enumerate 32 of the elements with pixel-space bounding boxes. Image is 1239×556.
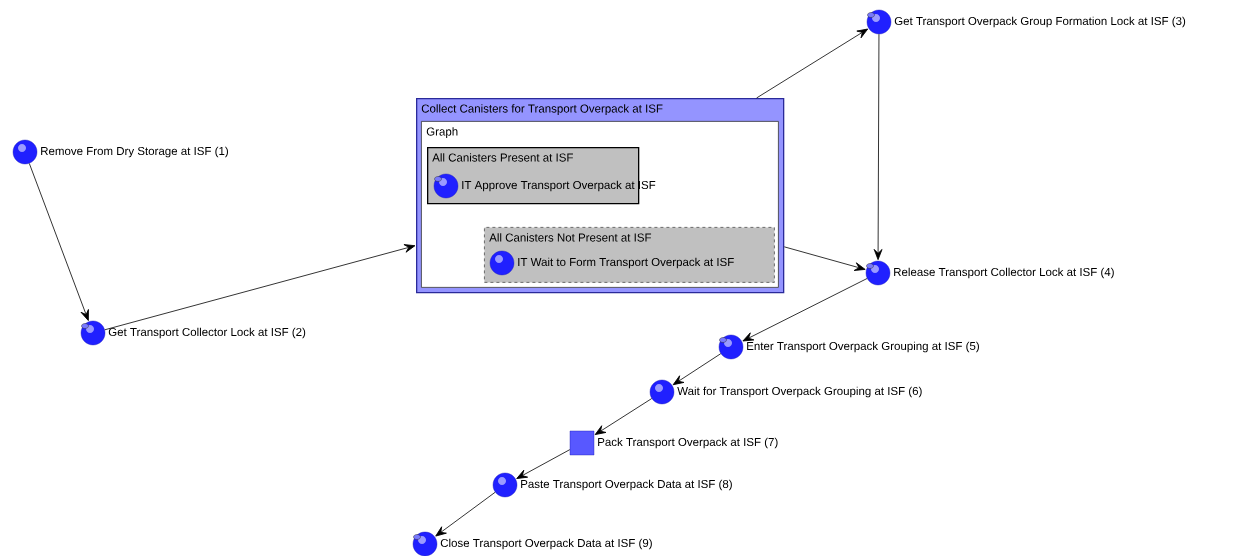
step-label: Remove From Dry Storage at ISF (1) xyxy=(41,146,228,158)
step-label: Release Transport Collector Lock at ISF (4) xyxy=(894,267,1114,279)
step-label: Get Transport Collector Lock at ISF (2) xyxy=(108,327,306,339)
arrow xyxy=(742,278,868,342)
arrow xyxy=(516,449,571,479)
arrow xyxy=(104,244,416,331)
arrow xyxy=(594,398,653,435)
step-circle xyxy=(433,173,459,199)
step-label: Paste Transport Overpack Data at ISF (8) xyxy=(521,479,732,491)
step-circle xyxy=(866,9,892,35)
step-circle xyxy=(80,320,106,346)
step-label: IT Wait to Form Transport Overpack at ISF xyxy=(518,257,734,269)
step-circle xyxy=(489,250,515,276)
step-label: Wait for Transport Overpack Grouping at ISF (6) xyxy=(677,386,922,398)
step-label: Close Transport Overpack Data at ISF (9) xyxy=(440,538,652,550)
arrow xyxy=(873,33,883,261)
step-label: Pack Transport Overpack at ISF (7) xyxy=(598,437,778,449)
arrow xyxy=(783,246,866,271)
step-label: Enter Transport Overpack Grouping at ISF (5) xyxy=(747,341,979,353)
step-circle xyxy=(412,531,438,556)
task-square xyxy=(569,430,595,456)
step-label: IT Approve Transport Overpack at ISF xyxy=(462,180,656,192)
step-circle xyxy=(718,334,744,360)
arrow xyxy=(672,353,722,386)
step-circle xyxy=(865,260,891,286)
arrow xyxy=(28,163,89,321)
step-circle xyxy=(649,379,675,405)
arrow xyxy=(756,28,869,99)
step-circle xyxy=(12,139,38,165)
arrow xyxy=(435,491,496,537)
step-circle xyxy=(492,472,518,498)
step-label: Get Transport Overpack Group Formation Lock at ISF (3) xyxy=(894,16,1186,28)
